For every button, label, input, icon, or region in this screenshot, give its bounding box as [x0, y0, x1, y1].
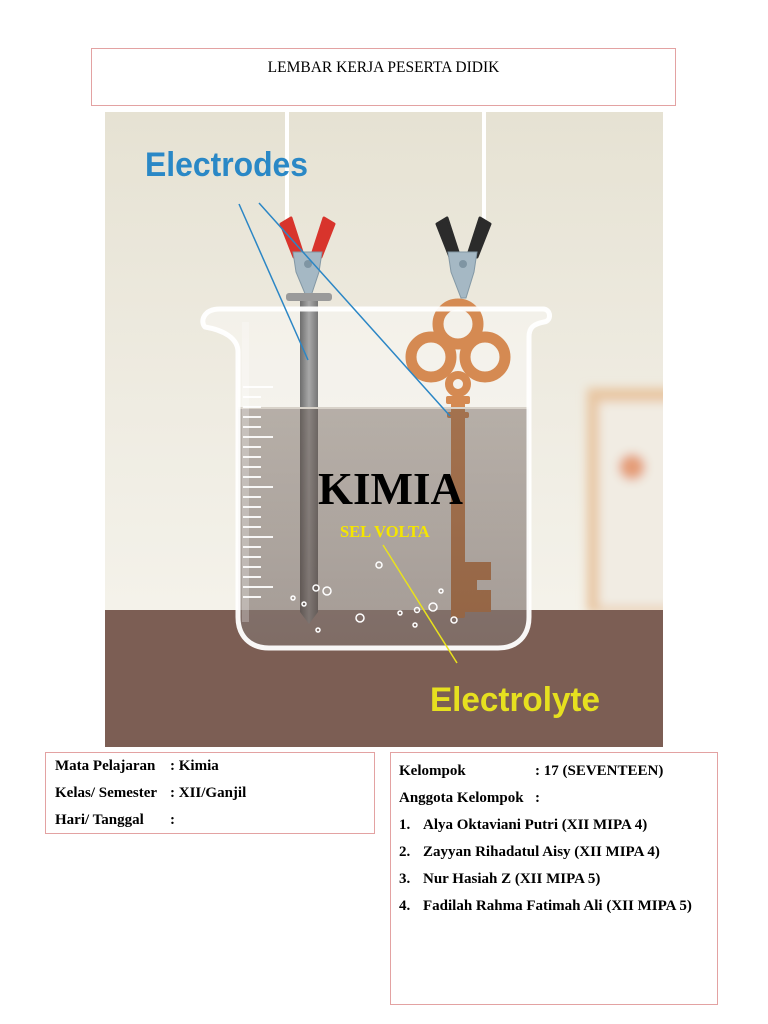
class-semester-label: Kelas/ Semester [55, 785, 158, 801]
class-semester-value: : XII/Ganjil [170, 785, 247, 801]
bubble [438, 588, 444, 594]
member-number: 3. [399, 871, 411, 887]
electrolyte-pointer-line [382, 544, 458, 664]
group-info-box: Kelompok : 17 (SEVENTEEN) Anggota Kelompo… [390, 752, 718, 1005]
beaker-outline [200, 306, 552, 651]
list-item: 1. Alya Oktaviani Putri (XII MIPA 4) [399, 812, 717, 839]
list-item: 3. Nur Hasiah Z (XII MIPA 5) [399, 866, 717, 893]
blurred-window-frame [587, 388, 663, 613]
bubble [375, 561, 383, 569]
bubble [312, 584, 320, 592]
worksheet-title: LEMBAR KERJA PESERTA DIDIK [267, 59, 500, 76]
info-row-date: Hari/ Tanggal: [55, 807, 374, 834]
list-item: 4. Fadilah Rahma Fatimah Ali (XII MIPA 5) [399, 893, 717, 920]
bubble [315, 627, 321, 633]
info-row-class-semester: Kelas/ Semester : XII/Ganjil [55, 780, 374, 807]
member-name: Fadilah Rahma Fatimah Ali (XII MIPA 5) [423, 898, 692, 914]
worksheet-title-box: LEMBAR KERJA PESERTA DIDIK [91, 48, 676, 106]
members-label: Anggota Kelompok [399, 790, 524, 806]
bubble [413, 606, 421, 614]
member-number: 2. [399, 844, 411, 860]
member-number: 4. [399, 898, 411, 914]
group-number-row: Kelompok : 17 (SEVENTEEN) [399, 758, 717, 785]
bubble [412, 622, 418, 628]
bubble [301, 601, 307, 607]
electrodes-pointer-line-rod [238, 203, 309, 361]
galvanic-cell-illustration: Electrodes Electrolyte KIMIA SEL VOLTA [105, 112, 663, 747]
group-value: : 17 (SEVENTEEN) [535, 763, 664, 779]
member-name: Nur Hasiah Z (XII MIPA 5) [423, 871, 601, 887]
members-colon: : [535, 790, 540, 806]
member-name: Zayyan Rihadatul Aisy (XII MIPA 4) [423, 844, 660, 860]
list-item: 2. Zayyan Rihadatul Aisy (XII MIPA 4) [399, 839, 717, 866]
group-label: Kelompok [399, 763, 466, 779]
black-alligator-clip [435, 216, 492, 299]
bubble [290, 595, 296, 601]
gas-bubbles [290, 561, 458, 633]
bubble [355, 613, 365, 623]
bubble [322, 586, 332, 596]
subject-info-box: Mata Pelajaran : Kimia Kelas/ Semester : X… [45, 752, 375, 834]
illustration-title: KIMIA [318, 463, 463, 514]
subject-label: Mata Pelajaran [55, 758, 156, 774]
electrodes-pointer-line-key [258, 202, 451, 417]
group-members-heading-row: Anggota Kelompok: [399, 785, 717, 812]
date-label: Hari/ Tanggal [55, 812, 144, 828]
bubble [450, 616, 458, 624]
beaker-graduation-scale [243, 386, 273, 598]
electrolyte-liquid [233, 322, 533, 648]
info-row-subject: Mata Pelajaran : Kimia [55, 753, 374, 780]
bubble [397, 610, 403, 616]
member-name: Alya Oktaviani Putri (XII MIPA 4) [423, 817, 648, 833]
bubble [428, 602, 438, 612]
illustration-subtitle: SEL VOLTA [340, 522, 430, 541]
member-number: 1. [399, 817, 411, 833]
electrolyte-label: Electrolyte [430, 681, 600, 719]
subject-value: : Kimia [170, 758, 219, 774]
date-value: : [170, 812, 175, 828]
electrodes-label: Electrodes [145, 146, 308, 184]
red-alligator-clip [279, 216, 336, 297]
